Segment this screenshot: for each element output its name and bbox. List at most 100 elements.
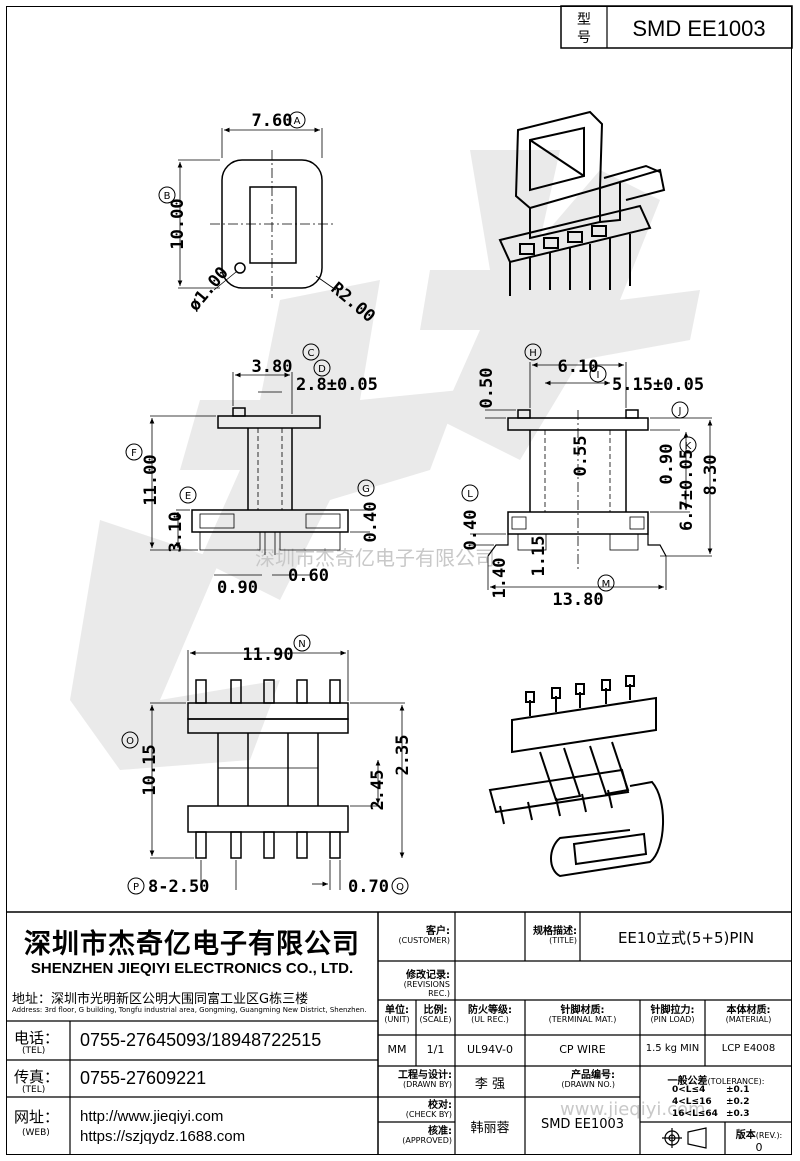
tag-g: G [362,484,370,495]
unit-value: MM [387,1043,407,1056]
material-label: 本体材质: [726,1005,771,1016]
dim-l: 0.40 [461,510,481,551]
dim-f: 11.00 [141,454,161,505]
tel-value: 0755-27645093/18948722515 [80,1030,322,1050]
side-view [470,362,713,590]
tag-c: C [308,348,315,359]
drawno-label: 产品编号: [571,1070,615,1081]
tag-h: H [529,348,537,359]
title-label: 规格描述: [533,926,577,937]
material-value: LCP E4008 [721,1043,776,1054]
model-label-bottom: 号 [577,30,591,46]
tag-b-text: B [164,191,171,202]
tolerance-table: 0<L≤4±0.1 4<L≤16±0.2 16<L≤64±0.3 [672,1085,750,1119]
watermark-url: www.jieqiyi.com [560,1099,706,1120]
dim-mid: 1.15 [529,536,549,577]
top-view-labels: 7.60 A 10.00 B ø1.00 R2.00 [158,111,379,327]
dim-d: 2.8±0.05 [296,375,378,395]
company-name-cn: 深圳市杰奇亿电子有限公司 [24,929,360,960]
dim-e: 3.10 [166,512,186,553]
tag-l: L [467,489,473,500]
material-label-en: (MATERIAL) [725,1015,772,1024]
tag-m: M [602,579,611,590]
dim-pitch-a: 0.90 [217,578,258,598]
pin-load-label-en: (PIN LOAD) [650,1015,695,1024]
dim-top: 0.50 [477,368,497,409]
rev-value: 0 [755,1140,763,1154]
drawn-label-en: (DRAWN BY) [402,1080,452,1089]
tag-q: Q [396,882,404,893]
tag-i: I [597,370,600,381]
fax-label: 传真： [14,1068,60,1086]
tag-d: D [318,364,326,375]
company-name-en: SHENZHEN JIEQIYI ELECTRONICS CO., LTD. [30,960,354,977]
dim-245: 2.45 [368,770,388,811]
drawn-label: 工程与设计: [398,1070,452,1081]
dim-hole: ø1.00 [185,263,233,315]
web-link-1[interactable]: http://www.jieqiyi.com [80,1108,224,1125]
bottom-pins [195,831,341,859]
rev-label: 版本 [735,1130,756,1141]
dim-j: 0.90 [657,444,677,485]
dim-center: 0.55 [571,436,591,477]
dim-c: 3.80 [252,357,293,377]
pin-load-value: 1.5 kg MIN [645,1043,700,1054]
address-en: Address: 3rd floor, G building, Tongfu i… [12,1006,367,1014]
tag-e: E [185,491,191,502]
tag-a: A [294,116,301,127]
model-box: 型 号 SMD EE1003 [560,5,793,49]
fax-label-en: (TEL) [22,1085,46,1095]
dim-o: 10.15 [140,744,160,795]
drawno-label-en: (DRAWN NO.) [561,1080,615,1089]
dim-p: 8-2.50 [148,877,209,897]
checker-value: 韩丽蓉 [470,1121,510,1136]
tel-label-en: (TEL) [22,1046,46,1056]
tolerance-label: 一般公差 [667,1076,708,1087]
tag-k: K [685,441,692,452]
model-value: SMD EE1003 [632,16,765,41]
rev-rec-label: 修改记录: [406,970,450,981]
dim-h: 6.10 [558,357,599,377]
terminal-label: 针脚材质: [560,1005,605,1016]
customer-label-en: (CUSTOMER) [398,936,450,945]
ul-label-en: (UL REC.) [471,1015,509,1024]
iso-view-top [498,110,666,296]
unit-label-en: (UNIT) [384,1015,410,1024]
dim-pitch-b: 0.60 [288,566,329,586]
dim-q: 0.70 [348,877,389,897]
check-label: 校对: [428,1100,452,1111]
scale-value: 1/1 [426,1043,445,1056]
front-view-labels: 3.80 C D 2.8±0.05 11.00 F 3.10 E 0.40 G … [125,343,381,598]
terminal-label-en: (TERMINAL MAT.) [548,1015,617,1024]
title-label-en: (TITLE) [549,936,577,945]
dim-k: 6.7±0.05 [677,449,697,531]
unit-label: 单位: [385,1005,409,1016]
drawing-frame [6,6,792,1155]
dim-low: 1.40 [490,558,510,599]
symbol-projection [662,1127,707,1149]
model-label-top: 型 [577,12,591,28]
iso-view-bottom [488,675,664,878]
dim-g: 0.40 [361,502,381,543]
tag-j: J [678,406,682,417]
tag-o: O [126,736,134,747]
web-link-2[interactable]: https://szjqydz.1688.com [80,1128,246,1145]
fax-value: 0755-27609221 [80,1068,207,1088]
side-view-labels: 6.10 H I 5.15±0.05 0.50 0.55 J 0.90 K 6.… [461,343,721,610]
tag-n: N [298,639,305,650]
title-value: EE10立式(5+5)PIN [617,929,755,947]
dim-m: 13.80 [552,590,603,610]
pin-load-label: 针脚拉力: [650,1005,695,1016]
dim-n: 11.90 [242,645,293,665]
front-view [149,372,370,576]
ul-value: UL94V-0 [466,1043,514,1056]
approved-label: 核准: [428,1126,452,1137]
approved-label-en: (APPROVED) [402,1136,452,1145]
dim-width: 7.60 [252,111,293,131]
scale-label: 比例: [423,1005,448,1016]
scale-label-en: (SCALE) [419,1015,452,1024]
bottom-view [149,650,405,890]
web-label-en: (WEB) [22,1128,50,1138]
dim-total: 8.30 [701,455,721,496]
